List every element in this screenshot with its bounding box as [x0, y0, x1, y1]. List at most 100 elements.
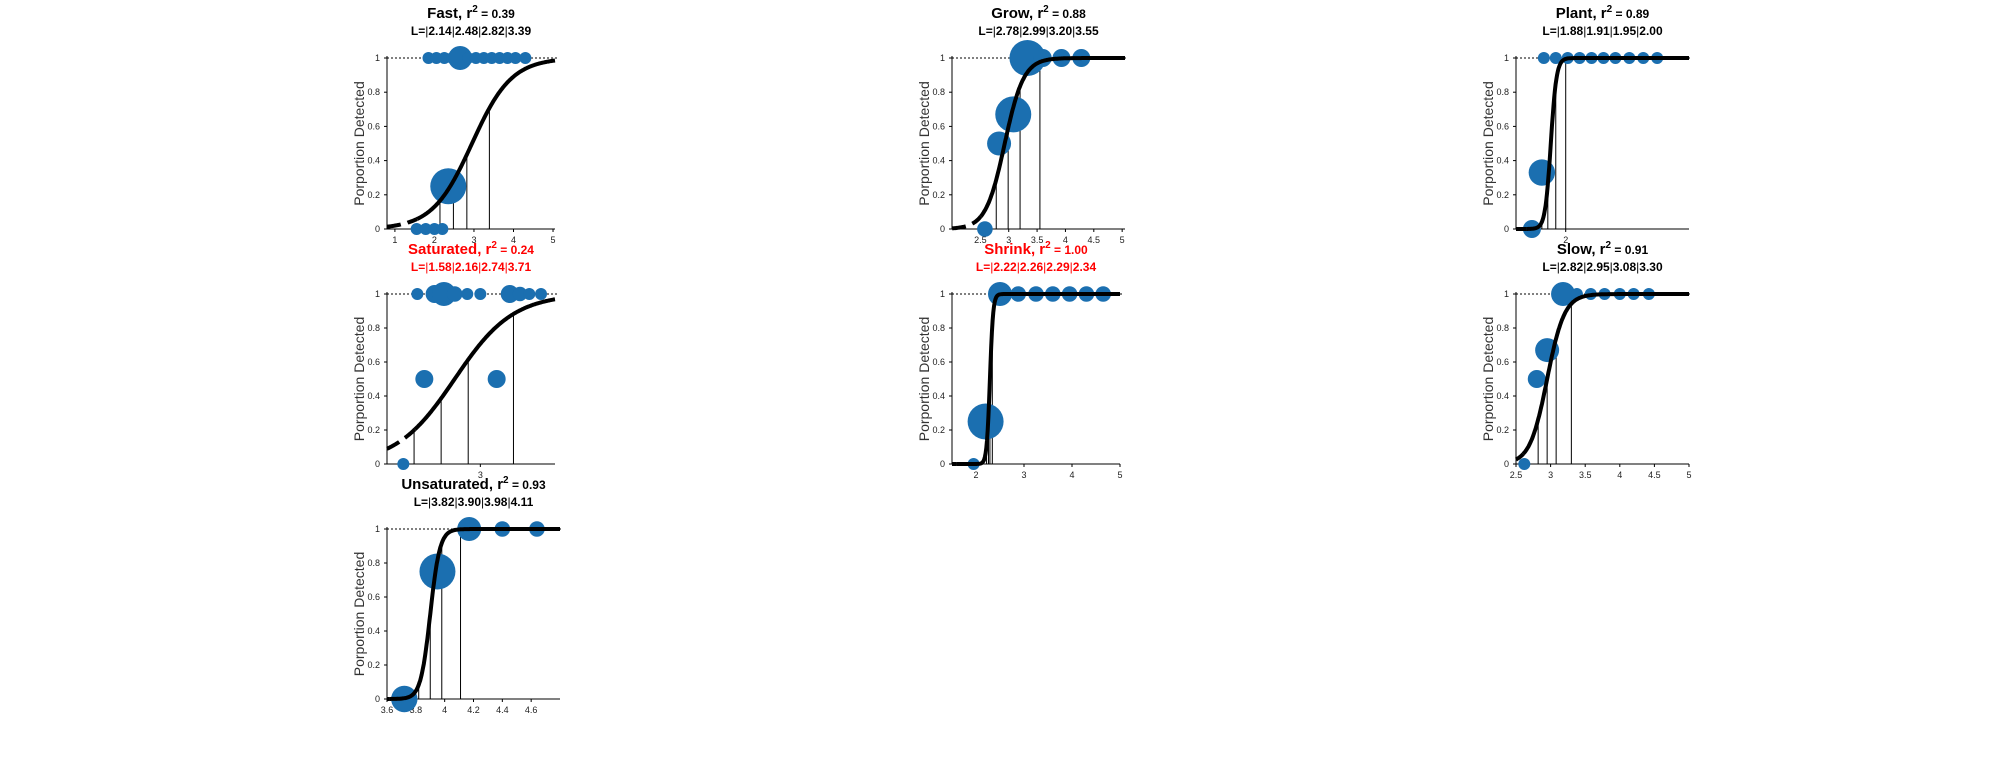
chart-panel-fast: Fast, r2 = 0.39L=|2.14|2.48|2.82|3.39Por…: [351, 4, 558, 245]
chart-title-sep: , r: [1592, 5, 1606, 22]
x-tick-label: 4.5: [1648, 470, 1661, 480]
y-tick-label: 1: [940, 53, 945, 63]
r-squared-equals: =: [1051, 243, 1065, 257]
fitted-curve-extrapolated: [386, 427, 417, 451]
x-tick-label: 4.6: [525, 705, 538, 715]
x-tick-label: 1: [392, 235, 397, 245]
l-value: 3.82: [431, 495, 455, 509]
x-tick-label: 2: [973, 470, 978, 480]
y-axis-label: Porportion Detected: [916, 317, 932, 442]
data-point: [509, 52, 522, 64]
x-tick-label: 4.4: [496, 705, 509, 715]
l-values-legend: L=|3.82|3.90|3.98|4.11: [414, 495, 534, 509]
x-tick-label: 5: [1686, 470, 1691, 480]
chart-title: Shrink, r2 = 1.00: [984, 240, 1088, 258]
l-values-legend: L=|1.88|1.91|1.95|2.00: [1542, 24, 1663, 38]
y-tick-label: 0.6: [1496, 121, 1509, 131]
r-squared-value: 0.88: [1062, 7, 1086, 21]
l-label: L=: [414, 495, 428, 509]
l-separator: |: [455, 495, 458, 509]
chart-title-word: Grow: [991, 5, 1030, 22]
chart-title: Plant, r2 = 0.89: [1556, 4, 1650, 22]
chart-title-word: Unsaturated: [401, 476, 489, 493]
data-point: [1537, 52, 1550, 64]
y-tick-label: 0: [1504, 459, 1509, 469]
y-tick-label: 0: [940, 459, 945, 469]
l-label: L=: [1542, 260, 1556, 274]
y-tick-label: 0.2: [932, 425, 945, 435]
x-tick-label: 4.5: [1088, 235, 1101, 245]
l-separator: |: [478, 24, 481, 38]
x-tick-label: 2.5: [1510, 470, 1523, 480]
y-tick-label: 0.6: [1496, 357, 1509, 367]
r-squared-exponent: 2: [1045, 240, 1051, 251]
l-value: 1.95: [1613, 24, 1637, 38]
l-separator: |: [428, 495, 431, 509]
chart-title: Unsaturated, r2 = 0.93: [401, 475, 546, 493]
r-squared-value: 1.00: [1064, 243, 1088, 257]
l-values-legend: L=|2.82|2.95|3.08|3.30: [1542, 260, 1663, 274]
x-tick-label: 5: [1117, 470, 1122, 480]
data-point: [1551, 282, 1576, 306]
x-tick-label: 2: [1563, 235, 1568, 245]
l-separator: |: [507, 495, 510, 509]
data-point: [967, 403, 1004, 440]
l-label: L=: [978, 24, 992, 38]
l-label: L=: [411, 24, 425, 38]
chart-panel-unsaturated: Unsaturated, r2 = 0.93L=|3.82|3.90|3.98|…: [351, 475, 563, 715]
l-values-legend: L=|1.58|2.16|2.74|3.71: [411, 260, 532, 274]
l-separator: |: [425, 24, 428, 38]
r-squared-exponent: 2: [503, 475, 509, 486]
data-point: [410, 223, 423, 235]
r-squared-equals: =: [1049, 7, 1063, 21]
y-tick-label: 0.4: [1496, 156, 1509, 166]
l-label: L=: [976, 260, 990, 274]
chart-panel-grow: Grow, r2 = 0.88L=|2.78|2.99|3.20|3.55Por…: [916, 4, 1128, 245]
y-tick-label: 0.8: [1496, 323, 1509, 333]
y-tick-label: 0.6: [367, 357, 380, 367]
data-point: [474, 288, 487, 300]
x-tick-label: 5: [551, 235, 556, 245]
y-tick-label: 0.8: [932, 323, 945, 333]
data-point: [436, 223, 449, 235]
l-values-legend: L=|2.22|2.26|2.29|2.34: [976, 260, 1097, 274]
chart-title-word: Slow: [1557, 241, 1592, 258]
l-value: 3.39: [508, 24, 532, 38]
y-tick-label: 0.2: [1496, 190, 1509, 200]
l-separator: |: [1019, 24, 1022, 38]
x-tick-label: 2.5: [974, 235, 987, 245]
y-tick-label: 0.8: [367, 558, 380, 568]
l-value: 2.22: [993, 260, 1017, 274]
x-tick-label: 3: [478, 470, 483, 480]
y-tick-label: 0.2: [367, 425, 380, 435]
l-value: 2.26: [1020, 260, 1044, 274]
l-value: 2.78: [996, 24, 1020, 38]
data-point: [446, 286, 463, 302]
l-value: 2.82: [1560, 260, 1584, 274]
l-value: 2.14: [428, 24, 452, 38]
l-value: 3.55: [1075, 24, 1099, 38]
data-point: [523, 288, 536, 300]
chart-title-word: Saturated: [408, 241, 477, 258]
r-squared-exponent: 2: [1043, 4, 1049, 15]
l-separator: |: [1610, 260, 1613, 274]
l-value: 2.82: [481, 24, 505, 38]
r-squared-equals: =: [1611, 243, 1625, 257]
r-squared-equals: =: [1612, 7, 1626, 21]
l-value: 2.34: [1073, 260, 1097, 274]
data-point: [1549, 52, 1562, 64]
fitted-curve-extrapolated: [951, 215, 983, 231]
l-separator: |: [1046, 24, 1049, 38]
chart-title-word: Plant: [1556, 5, 1593, 22]
l-separator: |: [1072, 24, 1075, 38]
fitted-curve: [979, 56, 1125, 218]
x-tick-label: 5: [1120, 235, 1125, 245]
fitted-curve: [956, 292, 1120, 466]
y-tick-label: 0: [375, 224, 380, 234]
l-separator: |: [505, 260, 508, 274]
l-label: L=: [1542, 24, 1556, 38]
y-tick-label: 0.4: [367, 391, 380, 401]
l-value: 3.20: [1049, 24, 1073, 38]
y-tick-label: 1: [1504, 289, 1509, 299]
chart-panel-plant: Plant, r2 = 0.89L=|1.88|1.91|1.95|2.00Po…: [1480, 4, 1692, 245]
